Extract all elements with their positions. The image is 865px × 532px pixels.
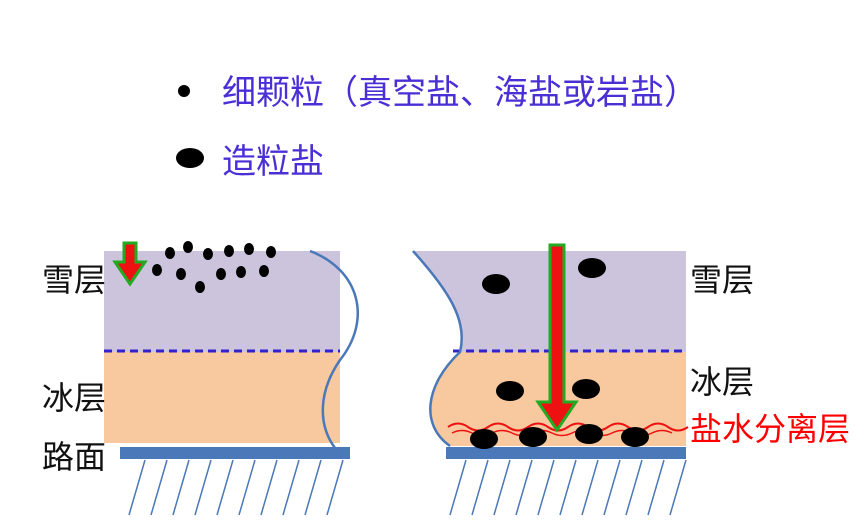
legend-granular-salt-label: 造粒盐 <box>222 142 324 182</box>
left-snow-label: 雪层 <box>42 261 106 299</box>
left-road-surface <box>120 447 350 459</box>
left-fine-particles <box>152 241 276 293</box>
right-road-hatching <box>449 459 687 516</box>
left-snow-layer <box>104 251 340 352</box>
legend-fine-particle-label: 细颗粒（真空盐、海盐或岩盐） <box>222 73 698 113</box>
right-granular-particles <box>470 258 649 449</box>
left-road-label: 路面 <box>42 438 106 476</box>
left-crack-line <box>309 249 359 449</box>
legend-granular-salt-dot <box>176 148 204 168</box>
right-snow-label: 雪层 <box>690 261 754 299</box>
right-crack-line <box>412 250 463 448</box>
left-panel-fine-salt: 雪层 冰层 路面 <box>42 241 359 516</box>
left-ice-label: 冰层 <box>42 379 106 417</box>
right-road-surface <box>446 447 686 459</box>
left-road-hatching <box>128 459 344 516</box>
legend-fine-particle-dot <box>178 85 190 97</box>
brine-wave-line <box>447 422 689 432</box>
left-short-arrow <box>112 241 148 287</box>
legend: 细颗粒（真空盐、海盐或岩盐） 造粒盐 <box>176 73 698 182</box>
right-long-arrow <box>535 243 579 433</box>
right-brine-label: 盐水分离层 <box>690 410 850 448</box>
left-ice-layer <box>104 352 340 443</box>
right-ice-label: 冰层 <box>690 363 754 401</box>
right-panel-granular-salt: 雪层 冰层 盐水分离层 <box>412 243 850 516</box>
